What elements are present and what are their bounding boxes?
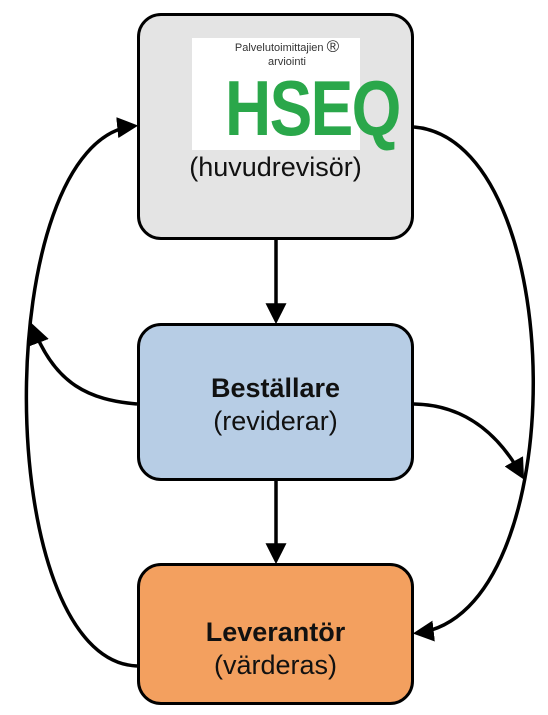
inspecta-box: Palvelutoimittajien ® arviointi HSEQ Ins…: [137, 13, 414, 240]
logo-line1: Palvelutoimittajien ®: [234, 37, 340, 56]
arrow-inspecta-to-leverantor: [412, 125, 535, 642]
bestallare-box: Beställare (reviderar): [137, 323, 414, 481]
arrow-bestallare-left: [29, 323, 138, 406]
inspecta-subtitle: (huvudrevisör): [189, 152, 362, 182]
leverantor-box: Leverantör (värderas): [137, 563, 414, 705]
bestallare-title: Beställare: [210, 373, 341, 403]
bestallare-subtitle: (reviderar): [213, 406, 338, 436]
hseq-logo: Palvelutoimittajien ® arviointi HSEQ: [192, 37, 401, 152]
arrow-bestallare-right: [413, 402, 525, 480]
logo-mark: HSEQ: [225, 64, 401, 152]
logo-line2: arviointi: [268, 56, 306, 68]
arrow-leverantor-to-inspecta: [24, 117, 139, 668]
registered-mark: ®: [326, 37, 340, 56]
leverantor-subtitle: (värderas): [213, 650, 338, 680]
leverantor-title: Leverantör: [205, 617, 346, 647]
